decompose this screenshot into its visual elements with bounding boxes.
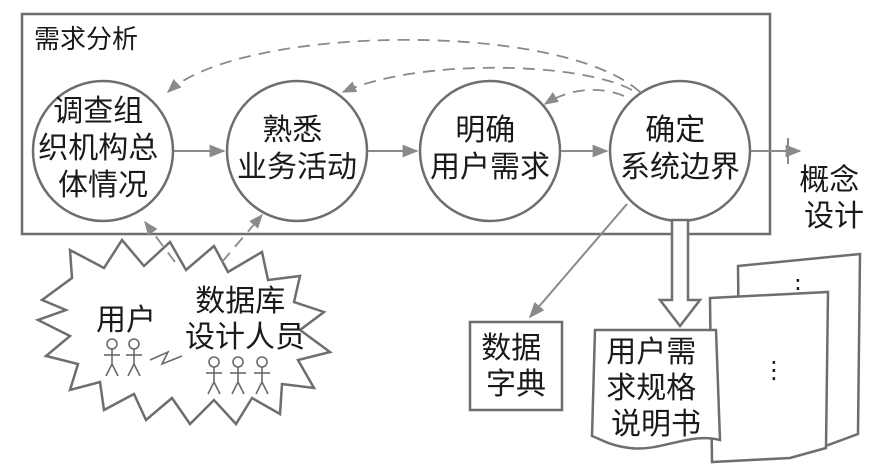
- node-clarify-needs: [418, 79, 562, 223]
- node-survey-org-label: 调查组 织机构总 体情况: [38, 94, 168, 203]
- data-dictionary-label: 数据 字典: [481, 331, 551, 402]
- designer-figures: [206, 356, 270, 395]
- arrow-to-spec-document: [657, 218, 703, 329]
- requirements-analysis-frame: [20, 12, 772, 236]
- arrow-to-data-dictionary: [528, 203, 628, 319]
- node-clarify-needs-label: 明确 用户需求: [430, 113, 550, 185]
- node-know-business: [225, 79, 369, 223]
- spec-document-sheet: [590, 328, 722, 450]
- node-know-business-label: 熟悉 业务活动: [237, 113, 357, 185]
- participant-arrow-to-business: [221, 213, 263, 263]
- concept-design-label: 概念 设计: [799, 163, 869, 234]
- feedback-arrow-to-survey: [166, 38, 641, 93]
- spec-document-label: 用户需 求规格 说明书: [606, 335, 706, 442]
- user-label: 用户: [96, 303, 156, 338]
- participants-cloud: [34, 237, 333, 427]
- feedback-arrow-to-needs: [543, 88, 625, 105]
- node-survey-org: [31, 79, 175, 223]
- doc-ellipsis-middle: ⋮: [762, 356, 786, 384]
- user-figures: [104, 338, 142, 377]
- participant-arrow-to-survey: [144, 220, 176, 263]
- designer-label: 数据库 设计人员: [185, 284, 305, 355]
- data-dictionary-box: [468, 320, 564, 412]
- frame-title: 需求分析: [34, 25, 138, 55]
- feedback-arrow-to-business: [341, 66, 633, 93]
- communication-link-icon: [149, 350, 183, 366]
- node-system-boundary-label: 确定 系统边界: [620, 113, 740, 185]
